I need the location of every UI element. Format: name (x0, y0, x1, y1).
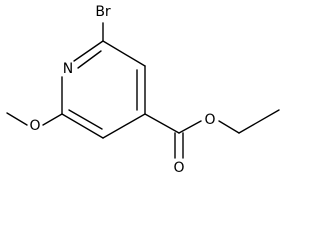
bond-methoxy-oxygen-methyl (6, 112, 28, 126)
carbonyl-oxygen-atom-label: O (173, 160, 184, 176)
methoxy-oxygen-atom-label: O (29, 118, 40, 134)
bond-c6-methoxy-oxygen (42, 113, 63, 126)
bond-ring-c4-c5 (102, 113, 146, 139)
ring-nitrogen-atom-label: N (63, 61, 73, 77)
bond-ring-c2-c3 (102, 40, 146, 67)
bond-ch2-ch3 (238, 109, 280, 134)
bond-ring-c5-c6-inner (68, 109, 103, 130)
bond-ester-oxygen-ch2 (218, 120, 240, 134)
bromine-atom-label: Br (95, 4, 111, 20)
ester-oxygen-atom-label: O (204, 112, 215, 128)
bond-c4-carbonyl-carbon (144, 113, 180, 134)
bond-ring-n1-c2 (73, 40, 104, 62)
chemical-structure-diagram: Br N O O O (6, 4, 280, 176)
bond-carbonyl-carbon-ester-oxygen (178, 120, 202, 134)
bond-ring-n1-c2-inner (77, 50, 102, 69)
bond-ring-c5-c6 (61, 113, 104, 139)
